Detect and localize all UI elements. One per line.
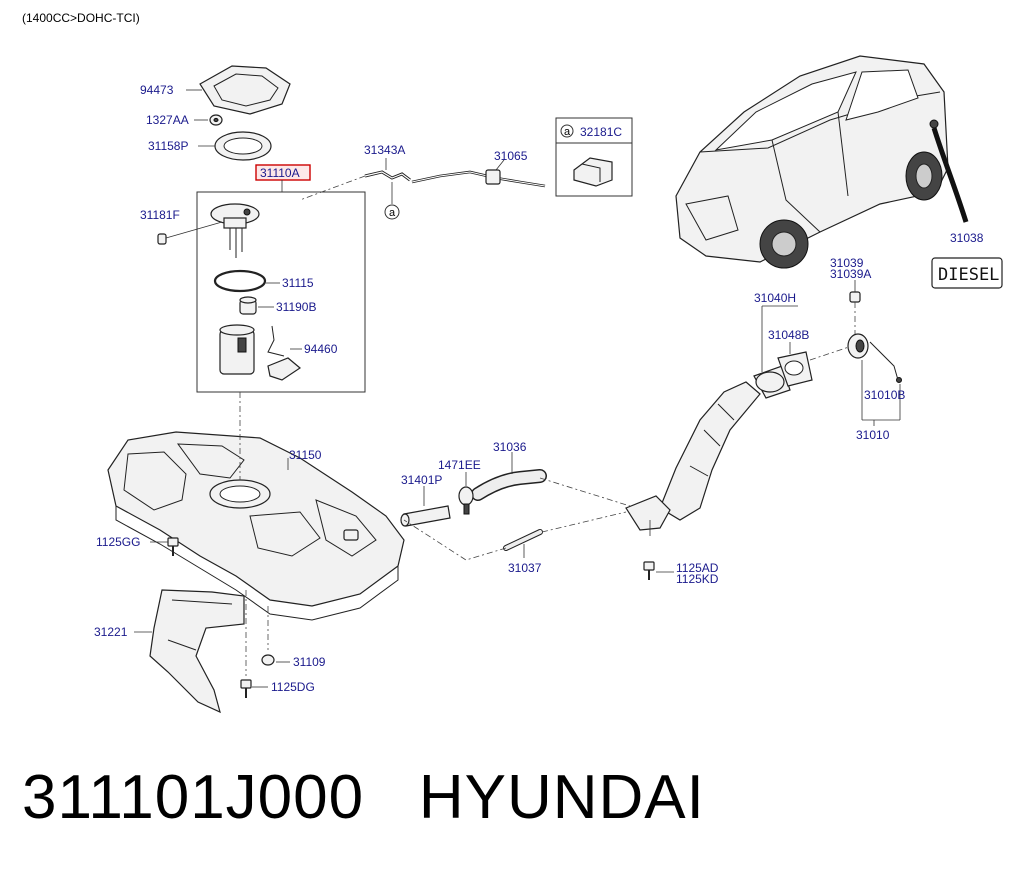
- clamp-1471EE: 1471EE: [438, 458, 481, 515]
- parts-diagram: (1400CC>DOHC-TCI) 94473 1327AA 31158P 31…: [22, 11, 1003, 714]
- engine-spec-label: (1400CC>DOHC-TCI): [22, 11, 140, 25]
- car-illustration: [675, 55, 969, 269]
- label-31190B: 31190B: [276, 300, 316, 314]
- label-31181F: 31181F: [140, 208, 180, 222]
- label-31065: 31065: [494, 149, 528, 163]
- label-31221: 31221: [94, 625, 128, 639]
- fitting-31181F: 31181F: [140, 208, 223, 245]
- label-31037: 31037: [508, 561, 542, 575]
- label-31150: 31150: [289, 448, 322, 462]
- callout-a-marker: a: [384, 182, 400, 220]
- label-31109: 31109: [293, 655, 326, 669]
- screw-31039: 31039 31039A: [830, 256, 871, 303]
- label-31401P: 31401P: [401, 473, 442, 487]
- label-1125AD: 1125AD: [676, 561, 719, 575]
- lock-ring-31158P: 31158P: [148, 131, 272, 161]
- label-1471EE: 1471EE: [438, 458, 481, 472]
- label-31343A: 31343A: [364, 143, 405, 157]
- vapor-hose-31343A: 31343A: [299, 143, 411, 201]
- label-1327AA: 1327AA: [146, 113, 189, 127]
- bolt-1125DG: 1125DG: [240, 679, 315, 698]
- label-31110A: 31110A: [260, 166, 300, 180]
- label-1125GG: 1125GG: [96, 535, 140, 549]
- pump-assembly-frame: [196, 191, 366, 393]
- filter-31190B: 31190B: [239, 296, 316, 315]
- label-31039: 31039: [830, 256, 864, 270]
- vapor-valve-31065: 31065: [411, 149, 546, 188]
- highlighted-part-31110A: 31110A: [255, 164, 311, 192]
- caption: 311101J000 HYUNDAI: [22, 762, 705, 833]
- o-ring-31115: 31115: [213, 269, 314, 293]
- filler-neck-31040H: 31040H: [625, 291, 798, 536]
- hose-31037: 31037: [503, 529, 543, 575]
- hose-31036: 31036: [471, 440, 547, 501]
- fuel-tank-31150: 31150: [107, 392, 405, 621]
- inset-box-32181C: a 32181C: [555, 117, 633, 197]
- diesel-badge-text: DIESEL: [938, 265, 999, 285]
- label-31010B: 31010B: [864, 388, 905, 402]
- filler-housing-31048B: 31048B: [768, 302, 856, 387]
- label-94460: 94460: [304, 342, 338, 356]
- diesel-badge-31038: 31038 DIESEL: [931, 231, 1003, 289]
- bolt-1125GG: 1125GG: [96, 535, 179, 556]
- label-31048B: 31048B: [768, 328, 809, 342]
- fuel-cap-31010: 31010B 31010: [847, 333, 905, 442]
- label-31039A: 31039A: [830, 267, 871, 281]
- pump-flange: [210, 203, 260, 258]
- caption-part-number: 311101J000: [22, 763, 365, 832]
- inset-letter: a: [564, 126, 571, 138]
- label-1125DG: 1125DG: [271, 680, 315, 694]
- label-31010: 31010: [856, 428, 890, 442]
- callout-letter: a: [389, 207, 396, 219]
- label-32181C: 32181C: [580, 125, 622, 139]
- nut-1327AA: 1327AA: [146, 113, 223, 127]
- caption-brand: HYUNDAI: [418, 763, 705, 832]
- nut-31109: 31109: [261, 654, 326, 669]
- pump-module-94460: 94460: [219, 324, 338, 381]
- label-31158P: 31158P: [148, 139, 188, 153]
- label-31040H: 31040H: [754, 291, 796, 305]
- label-31036: 31036: [493, 440, 527, 454]
- label-31038: 31038: [950, 231, 984, 245]
- cover-plate-94473: 94473: [140, 65, 291, 115]
- label-1125KD: 1125KD: [676, 572, 719, 586]
- label-94473: 94473: [140, 83, 174, 97]
- bolt-1125AD: 1125AD 1125KD: [643, 561, 719, 586]
- pipe-31401P: 31401P: [400, 473, 451, 527]
- label-31115: 31115: [282, 276, 314, 290]
- heat-shield-31221: 31221: [94, 589, 245, 714]
